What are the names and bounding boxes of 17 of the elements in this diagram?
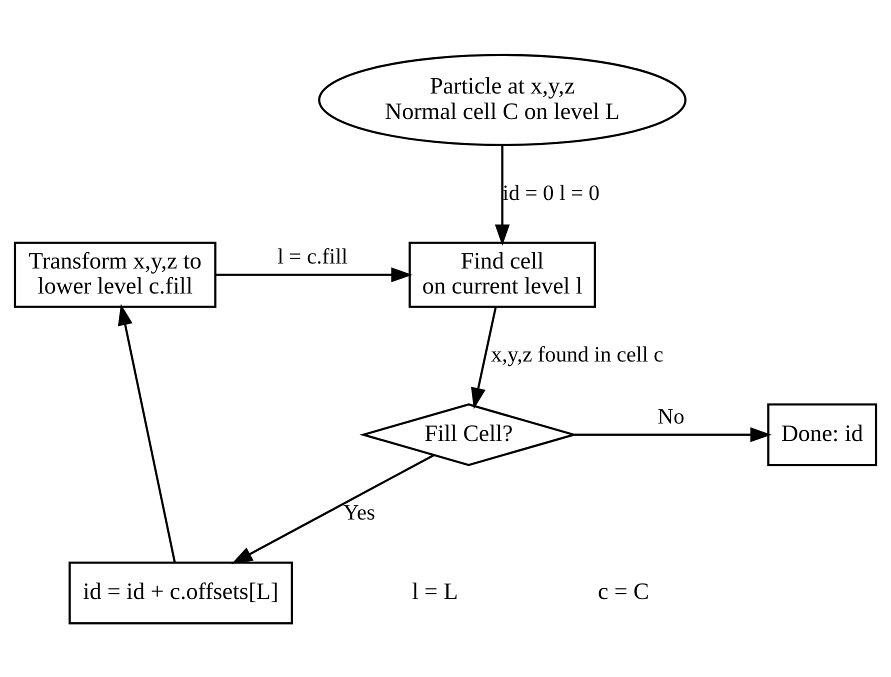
node-box: Transform x,y,z to lower level c.fill — [14, 241, 216, 308]
node-box: Find cell on current level l — [408, 241, 596, 308]
arrow — [471, 306, 497, 409]
arrow — [231, 454, 434, 564]
arrow — [215, 266, 412, 282]
edge-label: Yes — [343, 500, 376, 524]
node-box: Done: id — [767, 402, 878, 466]
arrow — [574, 426, 772, 442]
node-ellipse: Particle at x,y,z Normal cell C on level L — [318, 53, 687, 146]
node-box: id = id + c.offsets[L] — [68, 561, 293, 624]
edge-label: No — [658, 404, 684, 428]
edge-label: x,y,z found in cell c — [491, 342, 664, 366]
label: c = C — [598, 578, 650, 605]
arrow — [118, 304, 176, 562]
arrow — [494, 144, 510, 246]
edge-label: l = c.fill — [277, 244, 348, 268]
label: l = L — [412, 578, 458, 605]
